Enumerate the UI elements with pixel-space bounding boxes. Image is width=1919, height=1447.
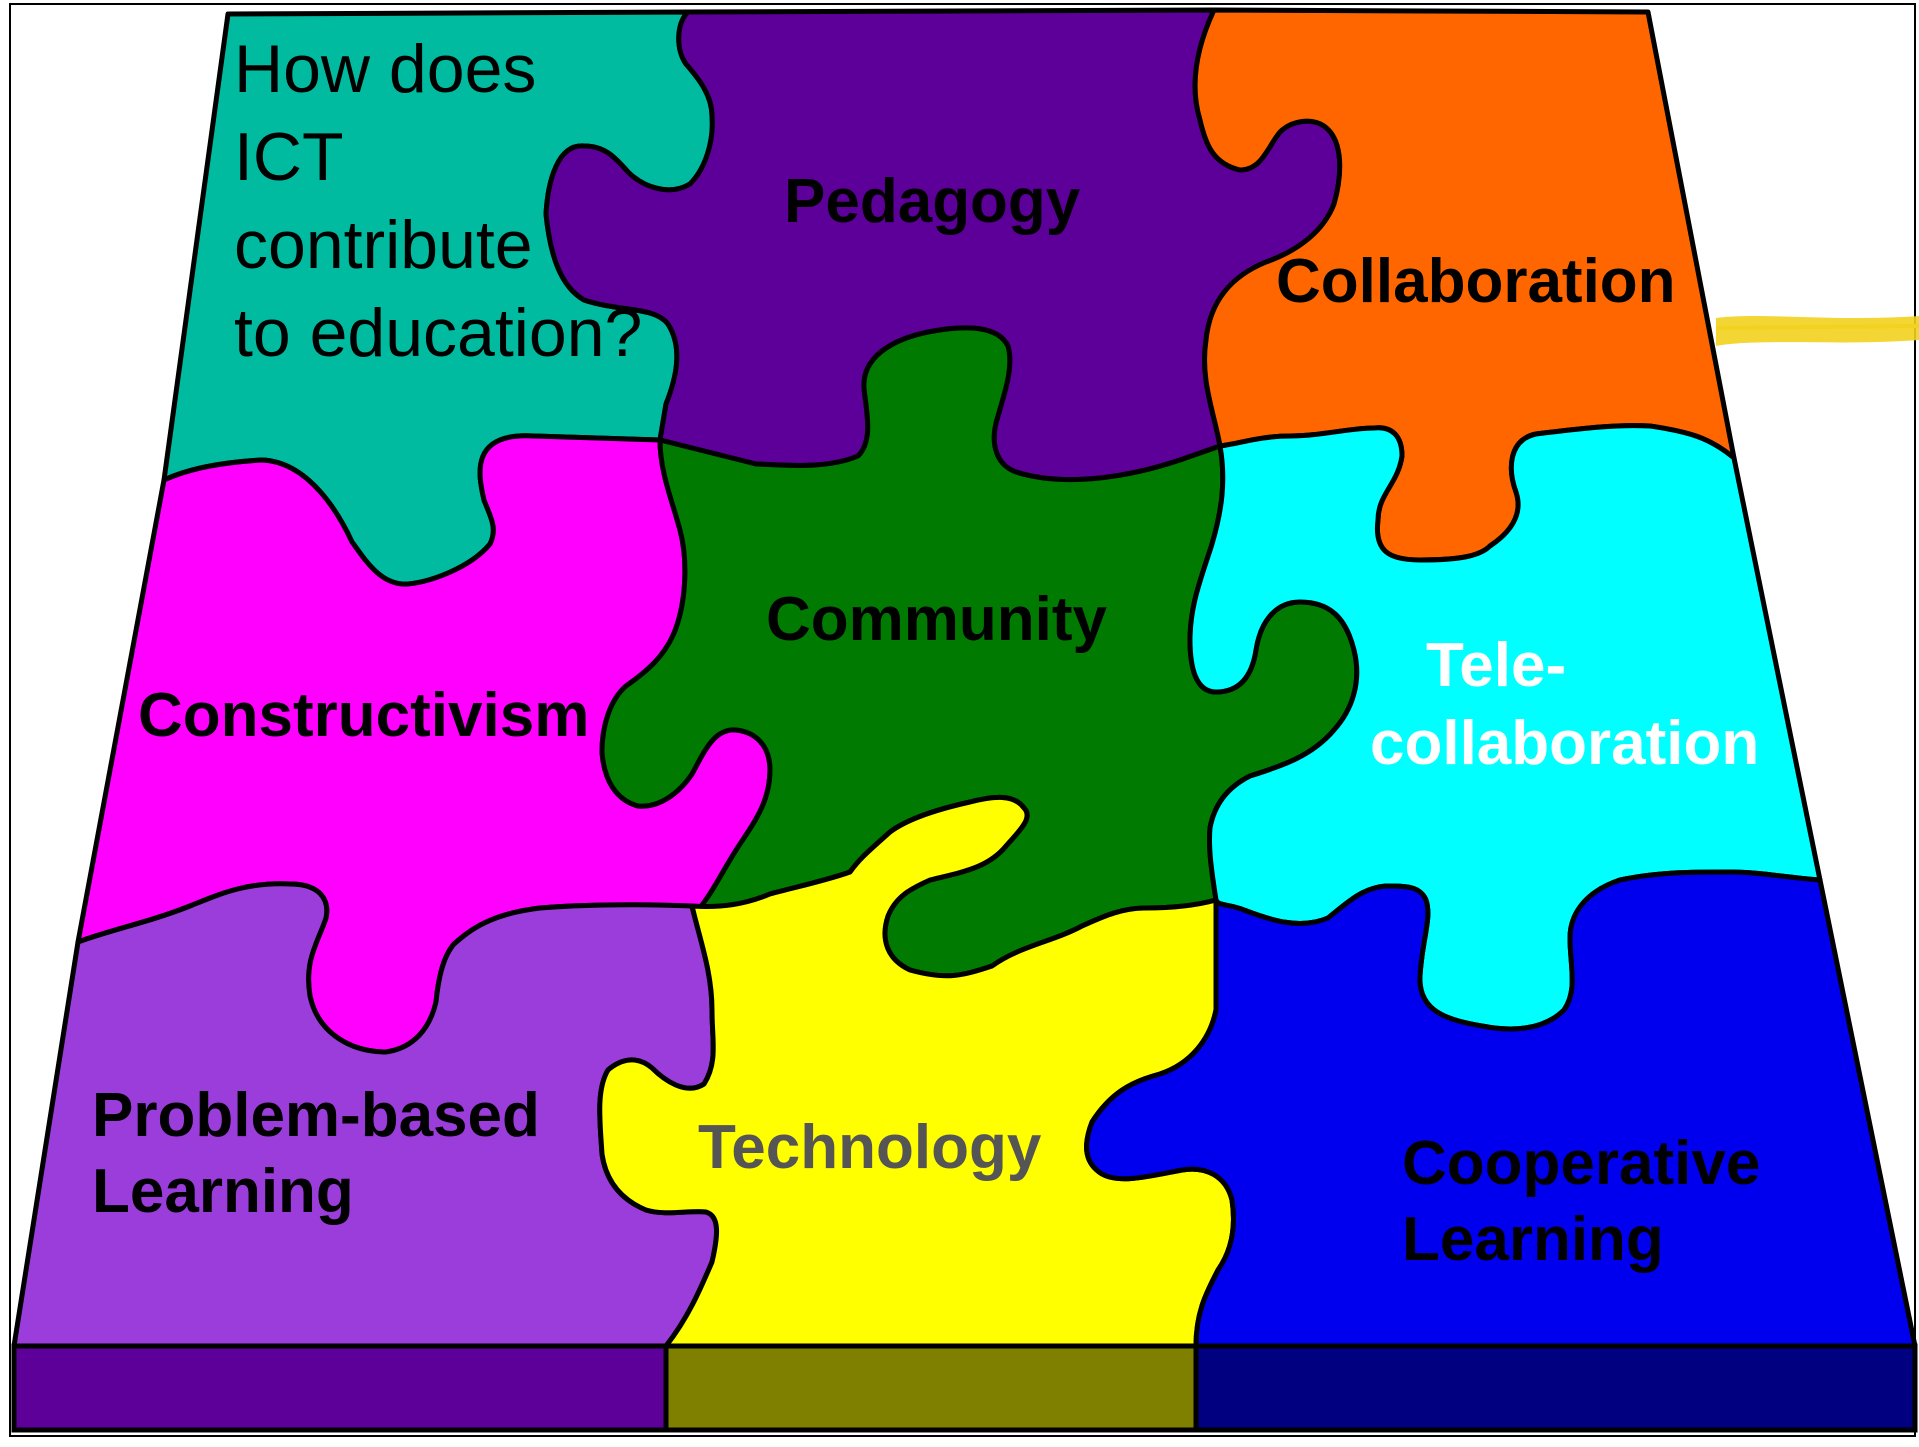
piece-cooperative-learning [1084, 869, 1918, 1349]
technology-label: Technology [698, 1113, 1042, 1182]
question-line-3: contribute [234, 207, 533, 283]
community-label: Community [766, 585, 1108, 654]
base-right-block [1193, 1343, 1918, 1433]
slide-border [9, 3, 1916, 1437]
tele-collaboration-label-line-2: collaboration [1370, 709, 1759, 778]
cooperative-learning-label-line-2: Learning [1402, 1205, 1664, 1274]
question-line-1: How does [234, 31, 536, 107]
constructivism-label: Constructivism [138, 681, 589, 750]
pedagogy-label: Pedagogy [784, 167, 1081, 236]
problem-based-learning-label-line-2: Learning [92, 1157, 354, 1226]
question-line-4: to education? [234, 295, 642, 371]
question-line-2: ICT [234, 119, 344, 195]
base-left-block [11, 1343, 669, 1433]
cooperative-learning-label-line-1: Cooperative [1402, 1129, 1760, 1198]
problem-based-learning-label-line-1: Problem-based [92, 1081, 540, 1150]
collaboration-label: Collaboration [1276, 247, 1676, 316]
highlight-stroke [1715, 316, 1919, 346]
base-middle-block [663, 1343, 1199, 1433]
tele-collaboration-label-line-1: Tele- [1426, 631, 1566, 700]
